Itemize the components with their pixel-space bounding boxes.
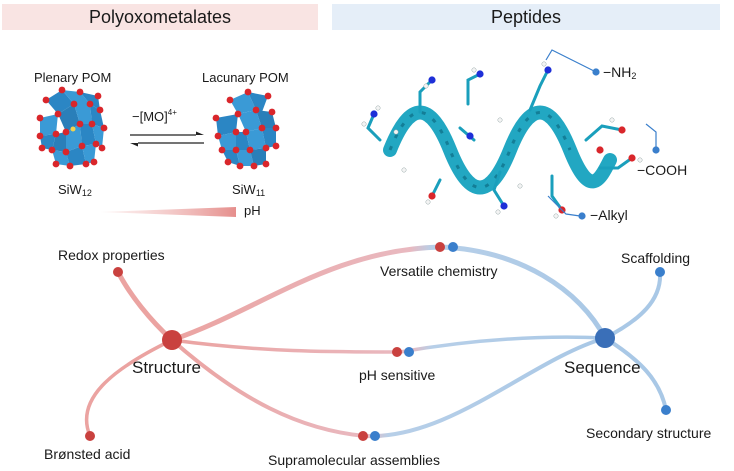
terminal-callouts xyxy=(545,49,657,217)
ph-label: pH xyxy=(244,203,261,218)
bronsted-acid-label: Brønsted acid xyxy=(44,446,131,462)
plenary-pom-structure xyxy=(36,86,108,170)
plenary-formula: SiW12 xyxy=(58,182,92,198)
plenary-formula-sub: 12 xyxy=(81,188,92,198)
link-structure-bronsted xyxy=(84,338,174,438)
lacunary-formula-main: SiW xyxy=(232,182,256,197)
peptide-helix-structure xyxy=(361,61,643,219)
supra-node-pom xyxy=(358,431,368,441)
versatile-node-pom xyxy=(435,242,445,252)
plenary-pom-label: Plenary POM xyxy=(34,70,112,85)
supramolecular-assemblies-label: Supramolecular assemblies xyxy=(268,452,440,468)
bronsted-node xyxy=(85,431,95,441)
supra-node-pep xyxy=(370,431,380,441)
link-structure-versatile xyxy=(169,244,608,343)
versatile-node-pep xyxy=(448,242,458,252)
ph-node-pep xyxy=(404,347,414,357)
reaction-charge: 4+ xyxy=(167,108,177,117)
cooh-label: −COOH xyxy=(637,162,688,178)
nh2-marker xyxy=(592,68,600,76)
sequence-hub-label: Sequence xyxy=(564,358,641,377)
redox-node xyxy=(113,267,123,277)
secondary-structure-node xyxy=(661,405,671,415)
alkyl-marker xyxy=(578,212,586,220)
structure-hub-node xyxy=(162,330,182,350)
polyoxometalates-header: Polyoxometalates xyxy=(2,4,318,30)
secondary-structure-label: Secondary structure xyxy=(586,425,712,441)
link-sequence-secondary xyxy=(603,336,668,412)
ph-node-pom xyxy=(392,347,402,357)
scaffolding-label: Scaffolding xyxy=(621,250,691,266)
link-structure-ph xyxy=(170,335,607,354)
versatile-chemistry-label: Versatile chemistry xyxy=(380,263,498,279)
link-structure-redox xyxy=(115,269,175,343)
lacunary-formula-sub: 11 xyxy=(255,188,266,198)
nh2-text: −NH xyxy=(603,64,632,80)
link-sequence-scaffolding xyxy=(603,270,663,340)
nh2-sub: 2 xyxy=(631,71,637,81)
plenary-formula-main: SiW xyxy=(58,182,82,197)
equilibrium-arrows xyxy=(130,131,204,147)
sequence-hub-node xyxy=(595,328,615,348)
reaction-label: −[MO]4+ xyxy=(132,108,177,124)
ph-sensitive-label: pH sensitive xyxy=(359,367,436,383)
cooh-marker xyxy=(652,146,660,154)
redox-properties-label: Redox properties xyxy=(58,247,165,263)
structure-hub-label: Structure xyxy=(132,358,201,377)
scaffolding-node xyxy=(655,267,665,277)
nh2-label: −NH2 xyxy=(603,64,636,81)
lacunary-pom-label: Lacunary POM xyxy=(202,70,289,85)
alkyl-label: −Alkyl xyxy=(590,207,628,223)
reaction-prefix: −[MO] xyxy=(132,109,168,124)
lacunary-pom-structure xyxy=(212,88,280,170)
ph-gradient-bar xyxy=(100,207,236,217)
lacunary-formula: SiW11 xyxy=(232,182,265,198)
peptides-header: Peptides xyxy=(332,4,720,30)
